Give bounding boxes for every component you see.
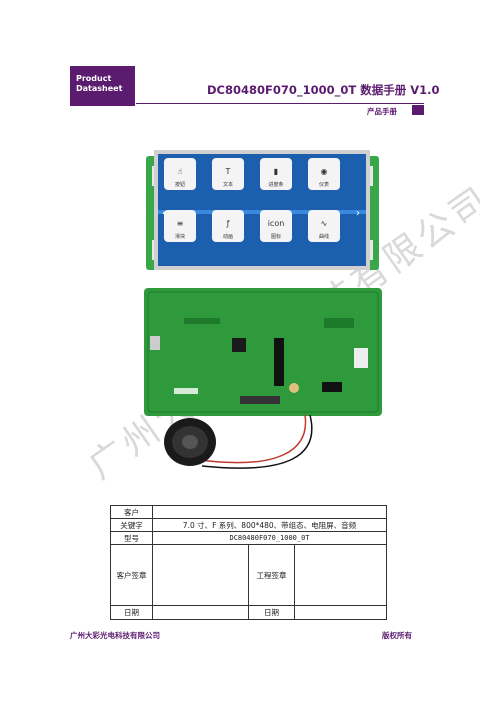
pcb-back-photo — [144, 288, 382, 416]
document-title: DC80480F070_1000_0T 数据手册 V1.0 — [207, 83, 440, 97]
svg-text:≡: ≡ — [177, 219, 184, 228]
svg-text:›: › — [356, 208, 360, 219]
flash-chip — [274, 338, 284, 386]
date-field-customer[interactable] — [152, 605, 249, 620]
engineering-sign-field[interactable] — [294, 544, 387, 606]
svg-text:‹: ‹ — [162, 208, 166, 219]
table-row: 型号 DC80480F070_1000_0T — [110, 531, 387, 545]
svg-text:ƒ: ƒ — [226, 219, 230, 228]
customer-sign-label: 客户签章 — [110, 544, 153, 606]
product-datasheet-badge: Product Datasheet — [70, 66, 135, 106]
table-row: 客户 — [110, 505, 387, 519]
screen-icon-label: 文本 — [223, 181, 233, 188]
keywords-label: 关键字 — [110, 518, 153, 532]
subtitle-marker — [412, 105, 424, 115]
document-subtitle: 产品手册 — [367, 107, 397, 116]
date-label-engineering: 日期 — [248, 605, 295, 620]
customer-value — [152, 505, 387, 519]
bars-icon: ▮ 进度条 — [260, 158, 292, 190]
table-row: 日期 日期 — [110, 605, 387, 620]
screen-icon-label: 按钮 — [175, 181, 185, 188]
keywords-value: 7.0 寸、F 系列、800*480、带组态、电阻屏、音频 — [152, 518, 387, 532]
fpc-connector — [240, 396, 280, 404]
header-connector — [354, 348, 368, 368]
gauge-icon: ◉ 仪表 — [308, 158, 340, 190]
slider-icon: ≡ 滑块 — [164, 210, 196, 242]
customer-sign-field[interactable] — [152, 544, 249, 606]
svg-text:▮: ▮ — [274, 167, 278, 176]
touch-icon: ☝ 按钮 — [164, 158, 196, 190]
screen-icon-label: 图标 — [271, 233, 281, 240]
svg-text:∿: ∿ — [321, 219, 328, 228]
model-label: 型号 — [110, 531, 153, 545]
speaker-photo — [164, 414, 313, 469]
svg-text:icon: icon — [268, 219, 285, 228]
main-chip — [232, 338, 246, 352]
customer-info-table: 客户 关键字 7.0 寸、F 系列、800*480、带组态、电阻屏、音频 型号 … — [110, 505, 387, 620]
badge-line-2: Datasheet — [76, 84, 123, 93]
header-divider — [136, 103, 424, 104]
screen-icon-label: 仪表 — [319, 181, 329, 188]
curve-icon: ∿ 曲线 — [308, 210, 340, 242]
date-label-customer: 日期 — [110, 605, 153, 620]
badge-line-1: Product — [76, 74, 112, 83]
screen-icon-label: 滑块 — [175, 233, 185, 240]
date-field-engineering[interactable] — [294, 605, 387, 620]
svg-text:T: T — [225, 167, 231, 176]
screen-icon-label: 进度条 — [268, 181, 283, 188]
lcd-module-front-photo: ☝ 按钮 T 文本 ▮ 进度条 ◉ 仪表 ≡ 滑块 ƒ 动画 icon 图标 ∿ 曲线 ‹ › — [146, 150, 379, 270]
usb-port — [150, 336, 160, 350]
buzzer — [289, 383, 299, 393]
flash-icon: ƒ 动画 — [212, 210, 244, 242]
model-value: DC80480F070_1000_0T — [152, 531, 387, 545]
svg-text:◉: ◉ — [321, 167, 328, 176]
text-icon: T 文本 — [212, 158, 244, 190]
footer-rights: 版权所有 — [382, 631, 412, 640]
customer-label: 客户 — [110, 505, 153, 519]
screen-icon-label: 动画 — [223, 233, 233, 240]
table-row: 客户签章 工程签章 — [110, 544, 387, 606]
footer-company: 广州大彩光电科技有限公司 — [70, 631, 160, 640]
engineering-sign-label: 工程签章 — [248, 544, 295, 606]
table-row: 关键字 7.0 寸、F 系列、800*480、带组态、电阻屏、音频 — [110, 518, 387, 532]
svg-text:☝: ☝ — [178, 167, 183, 176]
screen-icon-label: 曲线 — [319, 233, 329, 240]
icon-text-icon: icon 图标 — [260, 210, 292, 242]
